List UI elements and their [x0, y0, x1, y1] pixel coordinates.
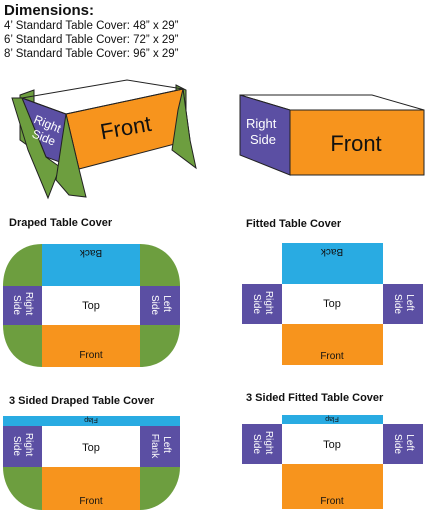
fitted-right-side-word1: Right	[263, 291, 274, 315]
fitted3-right-side-flat	[242, 424, 282, 464]
draped3-flap-label: Flap	[84, 416, 98, 423]
fitted-back-panel	[282, 243, 383, 284]
draped3-corner-bottom-left	[3, 467, 42, 510]
draped-table-illustration: Front Right Side	[11, 79, 197, 200]
draped3-flap-panel	[3, 416, 180, 426]
fitted-front-panel	[289, 109, 425, 176]
draped-corner-bottom-right	[140, 325, 180, 367]
draped-front-panel-flat	[42, 325, 140, 367]
fitted3-flat-panel: Flap Top Front Right Side Left Side	[242, 415, 423, 509]
draped-top-panel	[42, 286, 140, 325]
dimensions-block: Dimensions: 4’ Standard Table Cover: 48”…	[4, 2, 179, 61]
dimension-line-4ft: 4’ Standard Table Cover: 48” x 29”	[4, 20, 179, 32]
fitted3-right-side-word2: Side	[251, 434, 262, 454]
draped3-right-side-word1: Right	[23, 433, 34, 457]
fitted-right-side-flat	[242, 284, 282, 324]
draped-back-panel	[42, 244, 140, 286]
fitted-right-side-label: Right Side	[251, 291, 274, 317]
fitted-flat-panel: Back Top Front Right Side Left Side	[242, 243, 423, 365]
draped-left-side-word2: Side	[149, 295, 160, 315]
fitted3-left-side-label: Left Side	[392, 434, 415, 454]
draped-corner-top-left	[3, 244, 42, 286]
fitted3-right-side-label: Right Side	[251, 431, 274, 457]
draped-front-label: Front	[79, 350, 103, 361]
fitted3-front-label: Front	[320, 496, 344, 507]
fitted-right-side-word2: Side	[251, 294, 262, 314]
draped3-top-label: Top	[82, 442, 100, 454]
fitted3-left-side-word1: Left	[404, 434, 415, 451]
fitted-panel-title: Fitted Table Cover	[246, 218, 342, 230]
fitted-illustration-front-label: Front	[330, 131, 381, 156]
fitted3-top-label: Top	[323, 439, 341, 451]
draped3-left-flank-label: Left Flank	[149, 434, 172, 459]
fitted-left-side-word2: Side	[392, 294, 403, 314]
fitted-top-label: Top	[323, 298, 341, 310]
draped-right-side-word2: Side	[11, 295, 22, 315]
draped3-left-flank-word2: Flank	[149, 434, 160, 459]
fitted3-right-side-word1: Right	[263, 431, 274, 455]
fitted-illustration-side-word2: Side	[250, 132, 276, 147]
fitted-front-panel-flat	[282, 324, 383, 365]
draped-left-side-word1: Left	[161, 295, 172, 312]
draped3-panel-title: 3 Sided Draped Table Cover	[9, 395, 155, 407]
fitted3-panel-title: 3 Sided Fitted Table Cover	[246, 392, 384, 404]
fitted-illustration-side-label: Right Side	[246, 116, 280, 147]
draped-right-side-word1: Right	[23, 292, 34, 316]
draped3-right-side-word2: Side	[11, 436, 22, 456]
fitted-front-label: Front	[320, 351, 344, 362]
draped-top-label: Top	[82, 300, 100, 312]
fitted3-flap-label: Flap	[325, 415, 339, 422]
fitted-back-label: Back	[320, 246, 343, 257]
fitted3-front-panel	[282, 464, 383, 509]
draped-left-side-flat	[140, 286, 180, 325]
draped3-corner-bottom-right	[140, 467, 180, 510]
draped-table-top-edge	[20, 79, 184, 115]
draped-corner-top-right	[140, 244, 180, 286]
draped-corner-front-right	[171, 88, 197, 170]
draped3-top-panel	[42, 426, 140, 467]
draped3-right-side-label: Right Side	[11, 433, 34, 459]
dimension-line-6ft: 6’ Standard Table Cover: 72” x 29”	[4, 34, 179, 46]
dimension-line-8ft: 8’ Standard Table Cover: 96” x 29”	[4, 48, 179, 60]
draped3-front-label: Front	[79, 496, 103, 507]
draped3-front-panel	[42, 467, 140, 510]
fitted3-left-side-flat	[383, 424, 423, 464]
draped-left-side-label: Left Side	[149, 295, 172, 315]
draped3-right-side-flat	[3, 426, 42, 467]
fitted-left-side-flat	[383, 284, 423, 324]
draped-back-label: Back	[79, 247, 102, 258]
draped-corner-front-left	[55, 113, 87, 198]
fitted-top-panel	[282, 284, 383, 324]
fitted-illustration-side-word1: Right	[246, 116, 277, 131]
fitted3-flap-panel	[282, 415, 383, 424]
draped-panel-title: Draped Table Cover	[9, 217, 113, 229]
fitted-left-side-label: Left Side	[392, 294, 415, 314]
fitted-table-illustration: Front Right Side	[239, 94, 425, 176]
draped3-left-flank-word1: Left	[161, 436, 172, 453]
draped-right-side-label: Right Side	[11, 292, 34, 318]
draped-flat-panel: Back Top Front Right Side Left Side	[3, 244, 180, 367]
draped-corner-bottom-left	[3, 325, 42, 367]
fitted3-top-panel	[282, 424, 383, 464]
draped3-flat-panel: Flap Top Front Right Side Left Flank	[3, 416, 180, 510]
fitted-left-side-word1: Left	[404, 294, 415, 311]
draped-right-side-flat	[3, 286, 42, 325]
draped3-left-flank-flat	[140, 426, 180, 467]
dimensions-title: Dimensions:	[4, 2, 95, 19]
fitted3-left-side-word2: Side	[392, 434, 403, 454]
